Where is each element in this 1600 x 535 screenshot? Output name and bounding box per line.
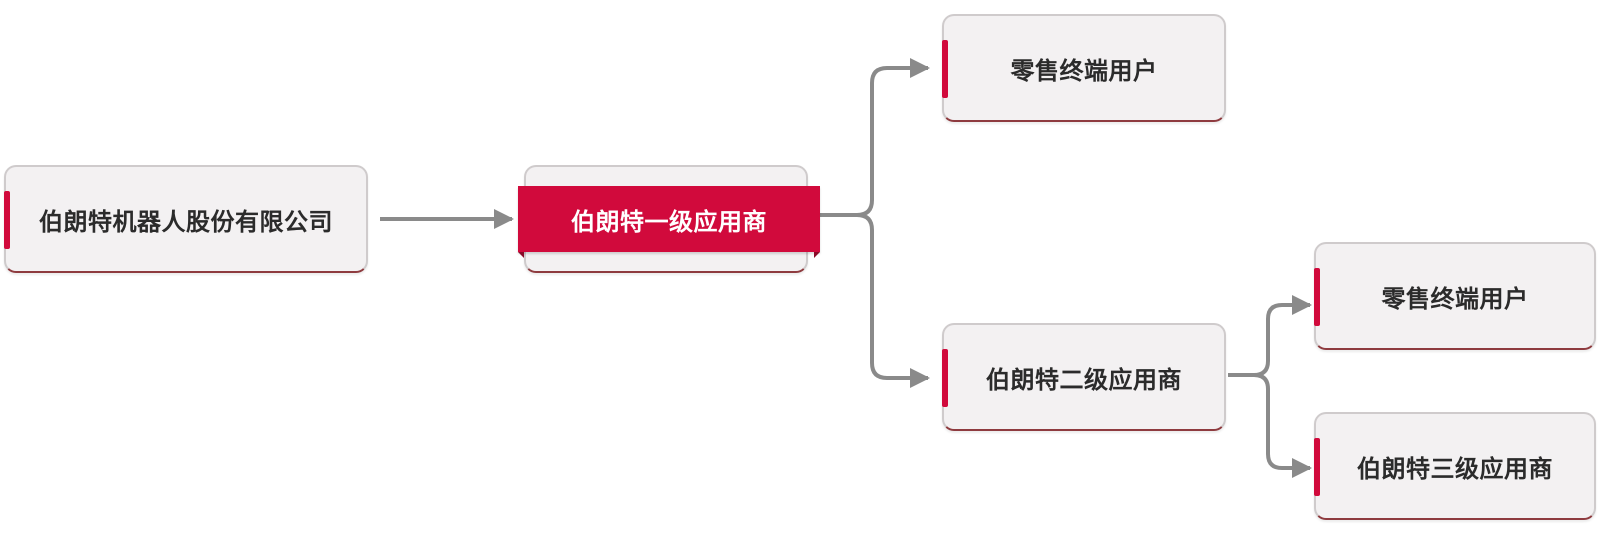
node-root-label: 伯朗特机器人股份有限公司 — [39, 207, 333, 236]
banner-fold-right — [814, 252, 820, 258]
node-level2: 伯朗特二级应用商 — [942, 323, 1226, 431]
node-level3-label: 伯朗特三级应用商 — [1357, 454, 1553, 483]
arrow-level2-to-retail — [1253, 295, 1312, 377]
node-retail-right-label: 零售终端用户 — [1381, 284, 1529, 313]
arrow-level1-to-retail — [856, 58, 930, 217]
node-level2-label: 伯朗特二级应用商 — [986, 365, 1182, 394]
node-retail-right: 零售终端用户 — [1314, 242, 1596, 350]
banner-fold-left — [518, 252, 524, 258]
arrow-level1-to-level2 — [856, 213, 930, 388]
node-level3: 伯朗特三级应用商 — [1314, 412, 1596, 520]
node-level1-banner: 伯朗特一级应用商 — [518, 186, 820, 252]
node-retail-top: 零售终端用户 — [942, 14, 1226, 122]
node-level1-label: 伯朗特一级应用商 — [571, 207, 767, 236]
node-retail-top-label: 零售终端用户 — [1010, 56, 1158, 85]
node-root: 伯朗特机器人股份有限公司 — [4, 165, 368, 273]
arrow-level2-to-level3 — [1253, 373, 1312, 478]
